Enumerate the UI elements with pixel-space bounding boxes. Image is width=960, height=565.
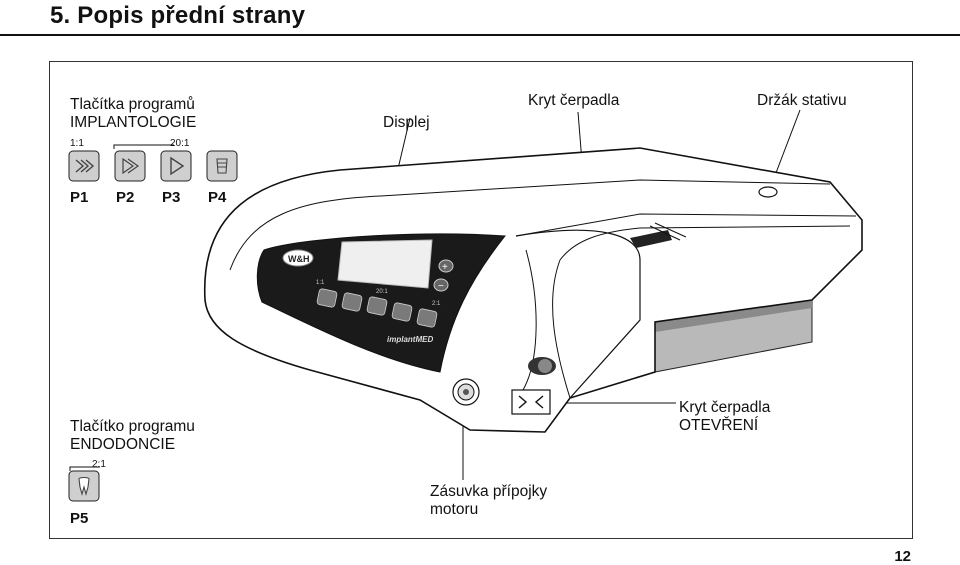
motor-socket-label-1: Zásuvka přípojky [430, 483, 548, 500]
stand-holder-label: Držák stativu [757, 92, 847, 109]
implant-buttons-label-1: Tlačítka programů [70, 96, 195, 113]
program-button-p5 [68, 470, 100, 502]
p5-label: P5 [70, 510, 89, 527]
ratio-1-1: 1:1 [70, 138, 84, 149]
play-icon [170, 156, 185, 176]
motor-socket-label-2: motoru [430, 501, 479, 518]
endo-ratio: 2:1 [92, 459, 106, 470]
p2-label: P2 [116, 189, 135, 206]
p3-label: P3 [162, 189, 181, 206]
fast-forward-icon [75, 159, 95, 173]
p1-label: P1 [70, 189, 89, 206]
pump-open-button [511, 389, 551, 415]
device-logo: W&H [288, 254, 310, 264]
pump-open-label-1: Kryt čerpadla [679, 399, 771, 416]
open-arrows-icon [518, 395, 544, 409]
program-button-p1 [68, 150, 100, 182]
implant-buttons-label-2: IMPLANTOLOGIE [70, 114, 197, 131]
program-button-p2 [114, 150, 146, 182]
ratio-20-1: 20:1 [170, 138, 190, 149]
cup-icon [216, 158, 228, 174]
program-button-p3 [160, 150, 192, 182]
play-double-icon [122, 157, 140, 175]
p4-label: P4 [208, 189, 227, 206]
ratio-bracket [113, 144, 174, 149]
endo-ratio-bracket [69, 466, 100, 471]
panel-ratio-2: 20:1 [376, 289, 388, 295]
panel-ratio-3: 2:1 [432, 301, 441, 307]
device-brand: implantMED [387, 335, 433, 344]
display-label: Displej [383, 114, 430, 131]
title-rule [0, 34, 960, 36]
pump-open-label-2: OTEVŘENÍ [679, 417, 759, 434]
svg-text:+: + [442, 262, 448, 273]
pump-cover-label: Kryt čerpadla [528, 92, 620, 109]
endo-button-label-1: Tlačítko programu [70, 418, 195, 435]
svg-text:−: − [438, 281, 444, 292]
page-title: 5. Popis přední strany [50, 2, 306, 29]
program-button-p4 [206, 150, 238, 182]
page-number: 12 [894, 548, 911, 565]
endo-button-label-2: ENDODONCIE [70, 436, 176, 453]
panel-ratio-1: 1:1 [316, 280, 325, 286]
tooth-icon [78, 476, 90, 497]
